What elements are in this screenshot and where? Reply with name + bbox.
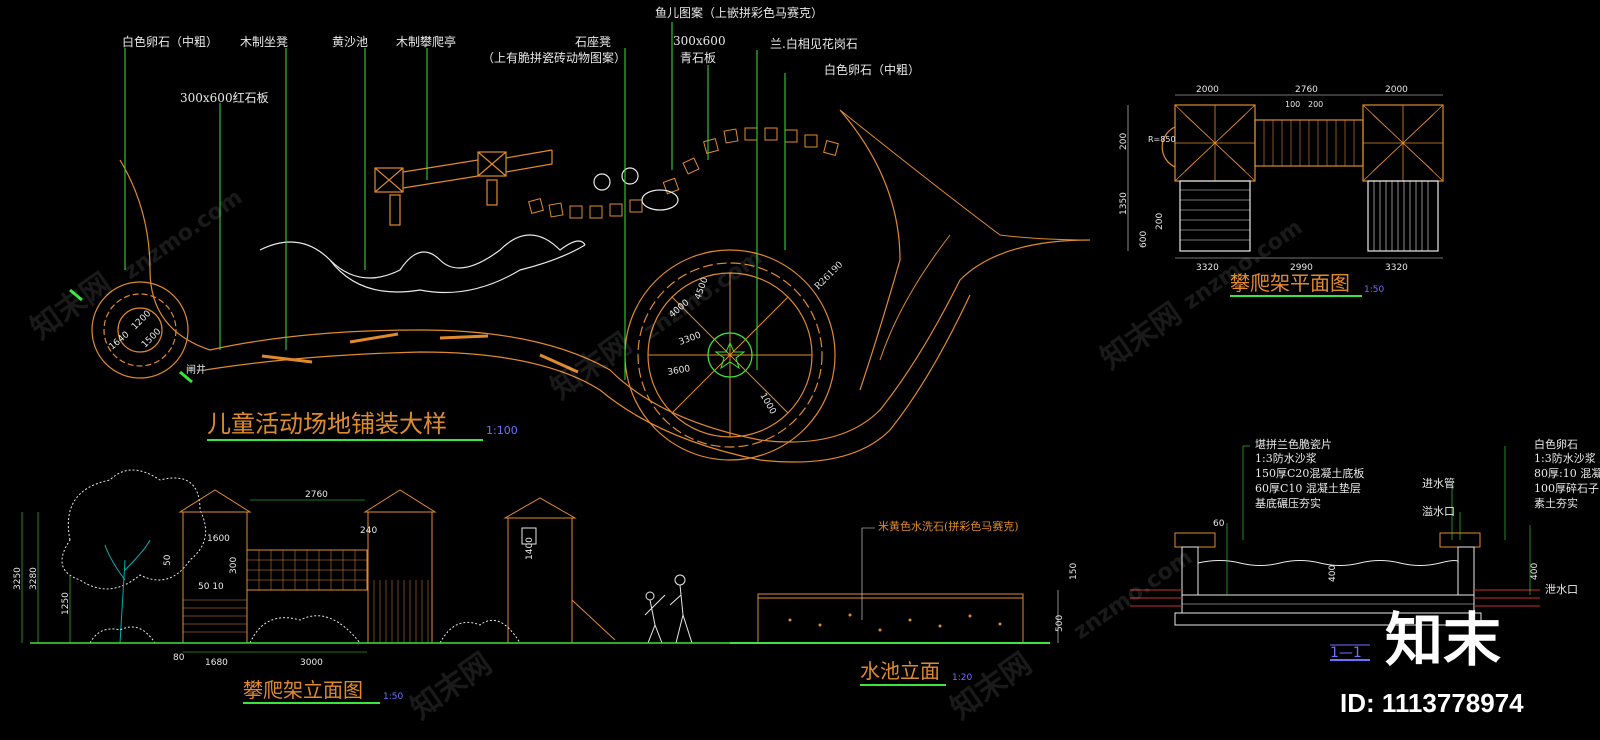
svg-text:1:3防水沙浆: 1:3防水沙浆 [1534,451,1596,465]
label-red-slab: 300x600红石板 [180,90,269,105]
svg-text:3250: 3250 [13,567,23,590]
label-cobble-a: 白色卵石（中粗） [122,34,218,49]
paving-label-group: 白色卵石（中粗） 木制坐凳 黄沙池 木制攀爬亭 石座凳 （上有脆拼瓷砖动物图案）… [122,5,920,376]
svg-text:2000: 2000 [1385,85,1408,95]
svg-text:2000: 2000 [1196,85,1219,95]
svg-text:知末网: 知末网 [945,646,1039,726]
label-bluestone: 青石板 [680,51,716,65]
svg-text:2990: 2990 [1290,263,1313,273]
climb-plan-dims: 2000 2760 2000 100 200 3320 2990 3320 20… [1119,85,1408,273]
label-fish-pattern: 鱼儿图案（上嵌拼彩色马赛克） [655,5,823,20]
svg-text:znzmo.com: znzmo.com [1069,545,1197,645]
section-left-labels: 堪拼兰色脆瓷片 1:3防水沙浆 150厚C20混凝土底板 60厚C10 混凝土垫… [1255,437,1364,510]
section-drain: 泄水口 [1545,583,1578,596]
paving-plan [69,109,1091,463]
svg-text:50: 50 [163,554,173,566]
svg-text:80厚:10 混凝土: 80厚:10 混凝土 [1534,466,1600,480]
svg-text:600: 600 [1139,231,1149,248]
svg-text:240: 240 [360,526,377,536]
label-orchid: 兰.白相见花岗石 [770,36,858,51]
label-stone-bench: 石座凳 [575,34,611,49]
label-manhole: 闸井 [186,363,206,376]
brand-logo: 知末 [1385,606,1501,674]
svg-text:200: 200 [1119,133,1129,150]
label-bluestone-size: 300x600 [673,34,726,48]
svg-text:100: 100 [1285,100,1300,109]
image-id: ID: 1113778974 [1340,688,1524,718]
svg-text:200: 200 [1308,100,1323,109]
section-dim-mid: 400 [1328,565,1338,582]
climb-elev-dims: 2760 1600 240 300 50 50 10 3250 3280 125… [13,490,535,668]
svg-text:300: 300 [229,557,239,574]
plan-title: 攀爬架平面图 [1230,271,1350,295]
paving-title: 儿童活动场地铺装大样 [207,410,447,438]
svg-text:3000: 3000 [300,658,323,668]
climb-elev-title: 攀爬架立面图 [243,678,363,702]
svg-text:知末网: 知末网 [545,326,639,406]
label-sand-pool: 黄沙池 [332,35,368,49]
pool-elev-title: 水池立面 [860,659,940,683]
svg-text:R=850: R=850 [1148,135,1176,144]
svg-text:1200: 1200 [130,309,153,332]
section-inlet: 进水管 [1422,476,1455,490]
stepping-stones [528,127,839,219]
svg-text:znzmo.com: znzmo.com [639,245,767,345]
label-cobble-b: 白色卵石（中粗） [824,62,920,77]
pool-section [1130,445,1540,661]
svg-text:1250: 1250 [61,592,71,615]
pool-dim-a: 150 [1069,563,1079,580]
climb-plan [1127,94,1444,259]
svg-text:100厚碎石子: 100厚碎石子 [1534,481,1599,495]
plan-scale: 1:50 [1364,285,1384,295]
section-overflow: 溢水口 [1422,504,1455,518]
svg-text:60厚C10 混凝土垫层: 60厚C10 混凝土垫层 [1255,481,1361,495]
svg-text:80: 80 [173,653,185,663]
svg-text:1350: 1350 [1119,192,1129,215]
svg-text:堪拼兰色脆瓷片: 堪拼兰色脆瓷片 [1255,437,1332,451]
pool-note: 米黄色水洗石(拼彩色马赛克) [878,519,1019,533]
pool-dim-b: 500 [1055,615,1065,632]
svg-text:1000: 1000 [757,392,777,417]
svg-text:200: 200 [1155,213,1165,230]
section-dim-top: 60 [1213,519,1225,529]
pool-elevation [730,527,1059,644]
svg-text:1600: 1600 [207,534,230,544]
label-stone-bench-note: （上有脆拼瓷砖动物图案） [482,50,626,65]
svg-text:知末网: 知末网 [405,646,499,726]
cobble-circle [91,281,189,379]
section-dim-right: 400 [1530,563,1540,580]
pool-elev-scale: 1:20 [952,673,972,683]
paving-leaders [124,22,786,380]
svg-text:3300: 3300 [678,330,703,347]
svg-text:150厚C20混凝土底板: 150厚C20混凝土底板 [1255,466,1364,480]
svg-text:50 10: 50 10 [198,582,224,592]
svg-text:3320: 3320 [1385,263,1408,273]
svg-text:3600: 3600 [667,364,692,378]
climb-elev-scale: 1:50 [383,692,403,702]
svg-text:白色卵石: 白色卵石 [1534,437,1578,451]
climb-elevation [21,469,730,653]
watermark-layer: 知末网 znzmo.com 知末网 znzmo.com 知末网 znzmo.co… [25,185,1308,727]
svg-text:3280: 3280 [29,567,39,590]
section-right-labels: 白色卵石 1:3防水沙浆 80厚:10 混凝土 100厚碎石子 素土夯实 [1534,437,1600,510]
label-wood-pavilion: 木制攀爬亭 [396,34,456,49]
svg-text:2760: 2760 [305,490,328,500]
svg-text:2760: 2760 [1295,85,1318,95]
svg-text:1400: 1400 [525,537,535,560]
svg-text:1680: 1680 [205,658,228,668]
svg-text:知末网: 知末网 [1095,296,1189,376]
svg-text:1:3防水沙浆: 1:3防水沙浆 [1255,451,1317,465]
svg-text:基底碾压夯实: 基底碾压夯实 [1255,496,1321,510]
label-radius: R26190 [813,260,845,292]
svg-text:3320: 3320 [1196,263,1219,273]
svg-text:素土夯实: 素土夯实 [1534,496,1578,510]
paving-scale: 1:100 [486,424,518,437]
section-title: 1—1 [1330,645,1362,661]
label-wood-bench: 木制坐凳 [240,34,288,49]
